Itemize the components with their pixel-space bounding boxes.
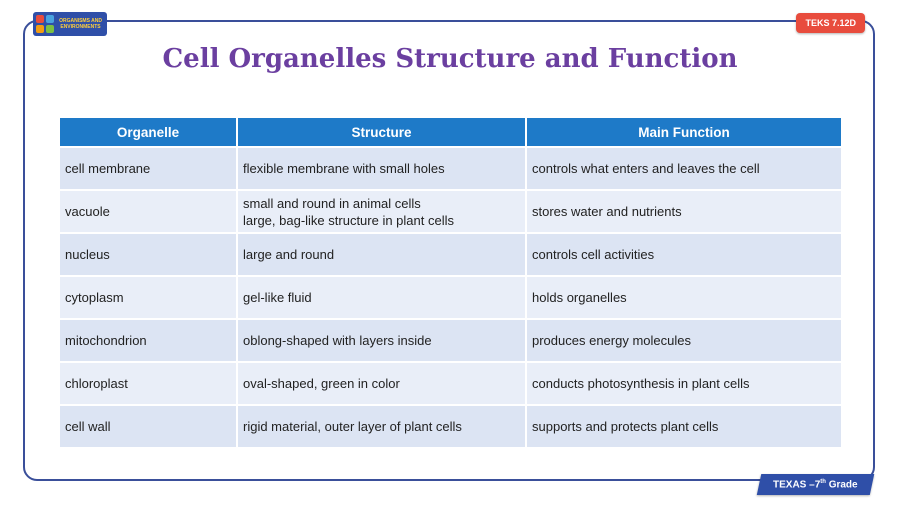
function-cell: produces energy molecules (526, 318, 841, 362)
structure-line: large, bag-like structure in plant cells (243, 212, 454, 228)
table-row: nucleus large and round controls cell acti… (60, 232, 841, 276)
function-cell: conducts photosynthesis in plant cells (526, 361, 841, 405)
column-header-structure: Structure (237, 118, 527, 147)
structure-cell: gel-like fluid (237, 275, 527, 319)
state-label: TEXAS (773, 479, 807, 491)
logo-square-icon (46, 25, 54, 33)
program-logo: ORGANISMS AND ENVIRONMENTS (33, 12, 107, 36)
structure-line: small and round in animal cells (243, 195, 421, 211)
grade-word: Grade (829, 479, 858, 491)
function-cell: holds organelles (526, 275, 841, 319)
structure-line: flexible membrane with small holes (243, 161, 445, 176)
organelle-cell: nucleus (60, 232, 238, 276)
logo-square-icon (46, 15, 54, 23)
organelle-table: Organelle Structure Main Function cell m… (60, 118, 841, 447)
grade-badge-text: TEXAS –7th Grade (773, 479, 858, 491)
structure-line: oblong-shaped with layers inside (243, 333, 432, 348)
structure-line: large and round (243, 247, 335, 262)
function-cell: stores water and nutrients (526, 189, 841, 233)
teks-badge: TEKS 7.12D (796, 13, 865, 33)
table-row: cytoplasm gel-like fluid holds organelles (60, 275, 841, 319)
logo-square-icon (36, 15, 44, 23)
structure-cell: oval-shaped, green in color (237, 361, 527, 405)
organelle-cell: chloroplast (60, 361, 238, 405)
organelle-cell: cell wall (60, 404, 238, 447)
table-row: cell wall rigid material, outer layer of … (60, 404, 841, 447)
table-row: cell membrane flexible membrane with smal… (60, 146, 841, 190)
table-row: mitochondrion oblong-shaped with layers i… (60, 318, 841, 362)
organelle-cell: vacuole (60, 189, 238, 233)
column-header-function: Main Function (526, 118, 841, 147)
logo-text: ORGANISMS AND ENVIRONMENTS (59, 18, 102, 30)
table-body: cell membrane flexible membrane with smal… (60, 146, 841, 447)
column-header-organelle: Organelle (60, 118, 238, 147)
structure-line: rigid material, outer layer of plant cel… (243, 419, 462, 434)
grade-suffix: th (820, 479, 827, 485)
function-cell: supports and protects plant cells (526, 404, 841, 447)
structure-line: gel-like fluid (243, 290, 312, 305)
organelle-cell: cytoplasm (60, 275, 238, 319)
structure-cell: rigid material, outer layer of plant cel… (237, 404, 527, 447)
organelle-cell: mitochondrion (60, 318, 238, 362)
grade-badge: TEXAS –7th Grade (757, 474, 875, 496)
structure-cell: oblong-shaped with layers inside (237, 318, 527, 362)
logo-icons (36, 15, 54, 33)
structure-cell: large and round (237, 232, 527, 276)
function-cell: controls cell activities (526, 232, 841, 276)
structure-cell: flexible membrane with small holes (237, 146, 527, 190)
structure-line: oval-shaped, green in color (243, 376, 400, 391)
table-header-row: Organelle Structure Main Function (60, 118, 841, 147)
logo-square-icon (36, 25, 44, 33)
organelle-cell: cell membrane (60, 146, 238, 190)
function-cell: controls what enters and leaves the cell (526, 146, 841, 190)
page-title: Cell Organelles Structure and Function (162, 44, 738, 74)
table-row: chloroplast oval-shaped, green in color co… (60, 361, 841, 405)
